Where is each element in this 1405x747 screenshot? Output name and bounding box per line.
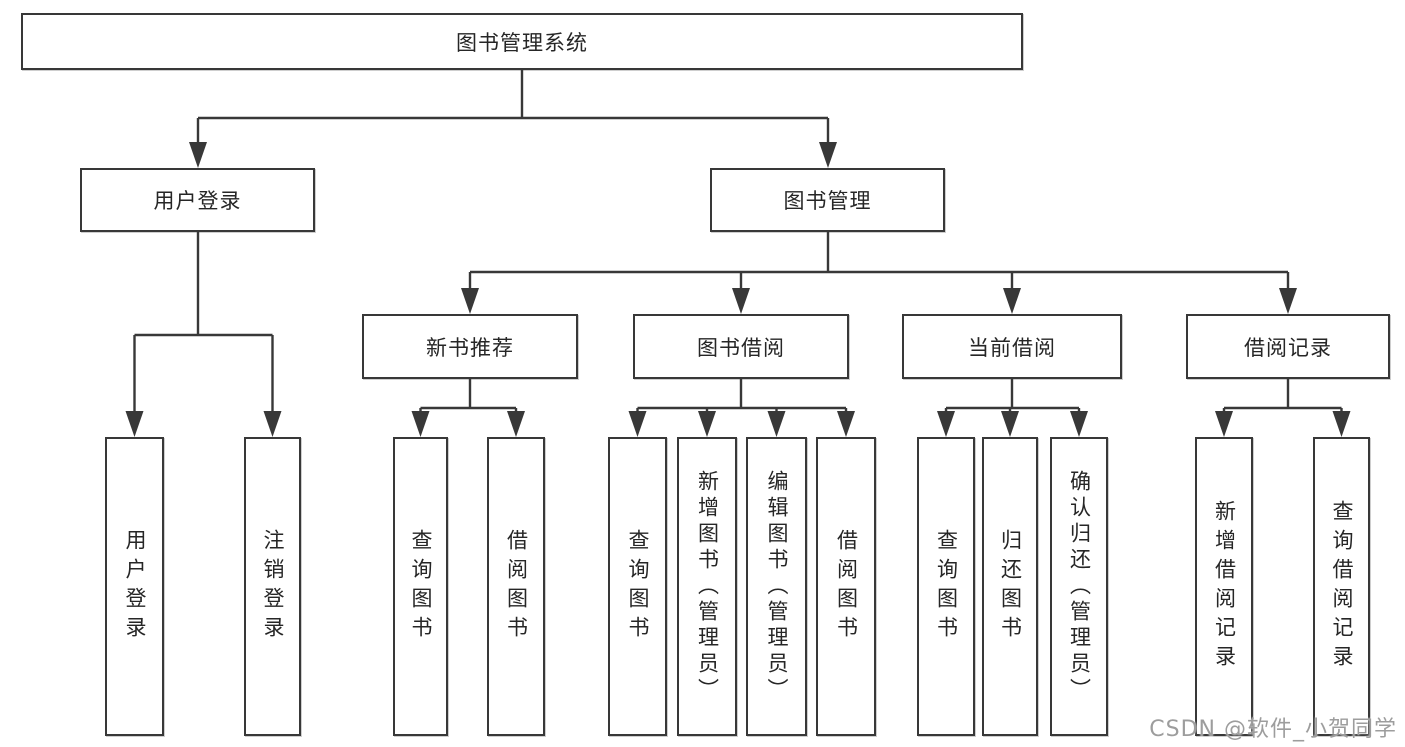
leaf-query-books-2-label: 查询图书 [626,528,650,645]
watermark: CSDN @软件_小贺同学 [1149,717,1397,742]
leaf-query-borrow-record-label: 查询借阅记录 [1330,499,1354,674]
leaf-query-books-2: 查询图书 [608,437,667,736]
node-new-book-recommend: 新书推荐 [362,314,578,379]
node-root-library-system: 图书管理系统 [21,13,1023,70]
arrowheads [125,142,1351,437]
node-book-management: 图书管理 [710,168,945,232]
leaf-borrow-books-1-label: 借阅图书 [504,528,529,645]
leaf-borrow-books-2: 借阅图书 [816,437,876,736]
connector-lines [133,70,1343,415]
node-book-borrowing: 图书借阅 [633,314,849,379]
leaf-query-books-1: 查询图书 [393,437,448,736]
node-current-borrowing: 当前借阅 [902,314,1122,379]
leaf-borrow-books-1: 借阅图书 [487,437,545,736]
node-user-login: 用户登录 [80,168,315,232]
leaf-add-book-admin-label: 新增图书（管理员） [695,469,720,704]
leaf-logout-label: 注销登录 [261,528,285,645]
leaf-add-book-admin: 新增图书（管理员） [677,437,737,736]
leaf-query-books-1-label: 查询图书 [409,528,433,645]
leaf-logout: 注销登录 [244,437,301,736]
leaf-return-book-label: 归还图书 [998,528,1023,645]
leaf-user-login-label: 用户登录 [123,528,147,645]
leaf-confirm-return-admin: 确认归还（管理员） [1050,437,1108,736]
leaf-confirm-return-admin-label: 确认归还（管理员） [1067,469,1092,704]
leaf-query-books-3: 查询图书 [917,437,975,736]
leaf-add-borrow-record: 新增借阅记录 [1195,437,1253,736]
leaf-user-login: 用户登录 [105,437,164,736]
leaf-borrow-books-2-label: 借阅图书 [834,528,859,645]
leaf-query-books-3-label: 查询图书 [934,528,959,645]
leaf-edit-book-admin: 编辑图书（管理员） [746,437,807,736]
leaf-query-borrow-record: 查询借阅记录 [1313,437,1370,736]
node-borrow-records: 借阅记录 [1186,314,1390,379]
leaf-edit-book-admin-label: 编辑图书（管理员） [765,469,789,704]
leaf-add-borrow-record-label: 新增借阅记录 [1212,499,1237,674]
leaf-return-book: 归还图书 [982,437,1038,736]
